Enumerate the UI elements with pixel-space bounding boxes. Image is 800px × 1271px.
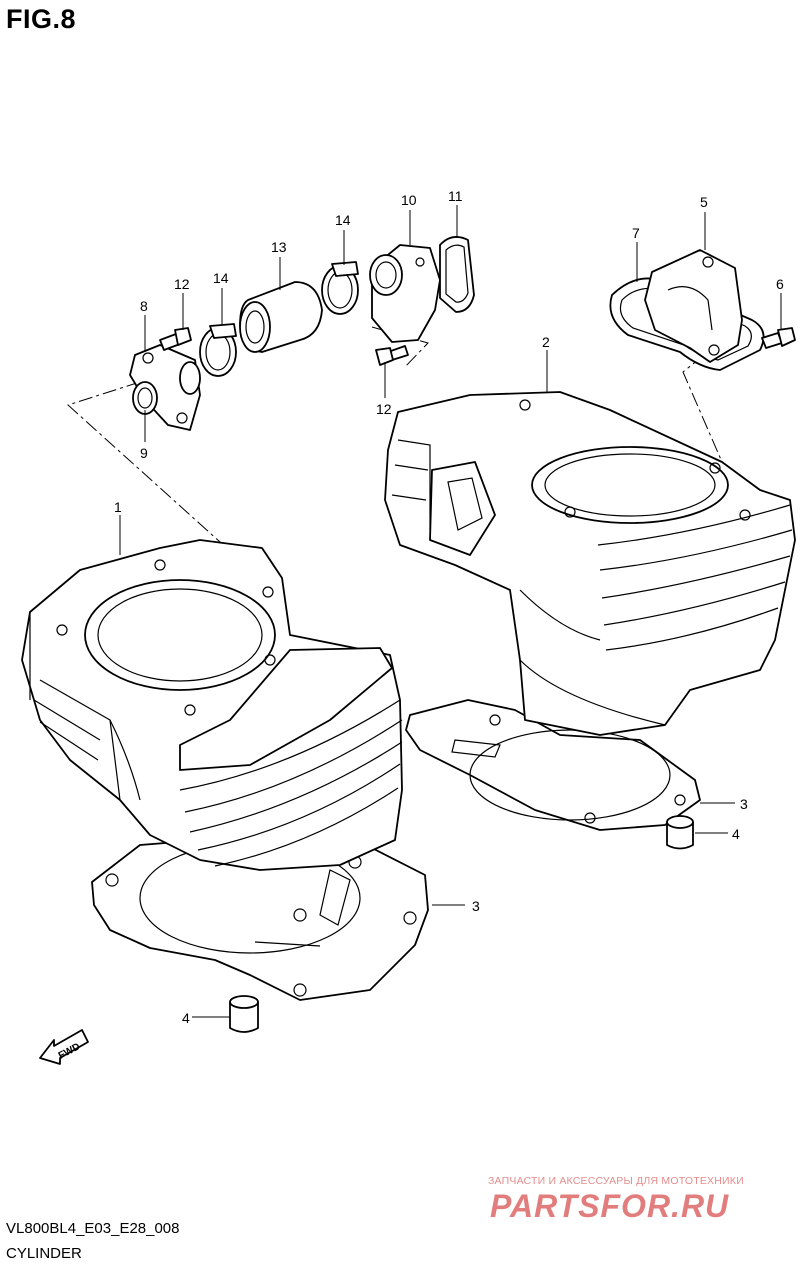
hose-clamp-lower xyxy=(199,323,237,377)
cover-bolt-right xyxy=(761,327,796,349)
alignment-line-left xyxy=(67,381,241,561)
inlet-union xyxy=(129,344,201,431)
callout-4-front: 4 xyxy=(182,1010,190,1026)
callout-3-rear: 3 xyxy=(740,796,748,812)
callout-8: 8 xyxy=(140,298,148,314)
callout-14-upper: 14 xyxy=(335,212,351,228)
union-o-ring xyxy=(132,381,158,415)
dowel-pin-rear xyxy=(666,815,694,850)
diagram-caption: CYLINDER xyxy=(6,1245,82,1262)
cylinder-gasket-front xyxy=(91,829,429,1001)
fwd-direction-marker: FWD xyxy=(39,1029,89,1065)
callout-7: 7 xyxy=(632,225,640,241)
fitting-bolt xyxy=(375,345,409,366)
callout-13: 13 xyxy=(271,239,287,255)
callout-4-rear: 4 xyxy=(732,826,740,842)
callout-10: 10 xyxy=(401,192,417,208)
leader-lines xyxy=(119,205,782,1018)
callout-11: 11 xyxy=(448,188,463,204)
water-hose xyxy=(239,281,323,353)
callout-5: 5 xyxy=(700,194,708,210)
diagram-code: VL800BL4_E03_E28_008 xyxy=(6,1220,180,1237)
figure-title: FIG.8 xyxy=(6,4,77,34)
arrow-left-icon xyxy=(39,1029,89,1065)
watermark-brand: PARTSFOR.RU xyxy=(490,1188,730,1224)
callout-12-left: 12 xyxy=(174,276,190,292)
callout-9: 9 xyxy=(140,445,148,461)
callout-12-lower: 12 xyxy=(376,401,392,417)
callout-14-lower: 14 xyxy=(213,270,229,286)
cylinder-gasket-rear xyxy=(405,699,701,831)
callout-3-front: 3 xyxy=(472,898,480,914)
union-bolt xyxy=(159,327,192,351)
dowel-pin-front xyxy=(229,995,259,1033)
callout-6: 6 xyxy=(776,276,784,292)
water-outlet-cover xyxy=(644,249,743,363)
callout-1: 1 xyxy=(114,499,122,515)
watermark-tagline: ЗАПЧАСТИ И АКСЕССУАРЫ ДЛЯ МОТОТЕХНИКИ xyxy=(488,1175,744,1187)
fitting-gasket xyxy=(439,236,475,313)
front-cylinder xyxy=(21,539,403,871)
callout-2: 2 xyxy=(542,334,550,350)
water-pipe-fitting xyxy=(369,244,441,343)
rear-cylinder xyxy=(384,391,796,736)
hose-clamp-upper xyxy=(321,261,359,315)
